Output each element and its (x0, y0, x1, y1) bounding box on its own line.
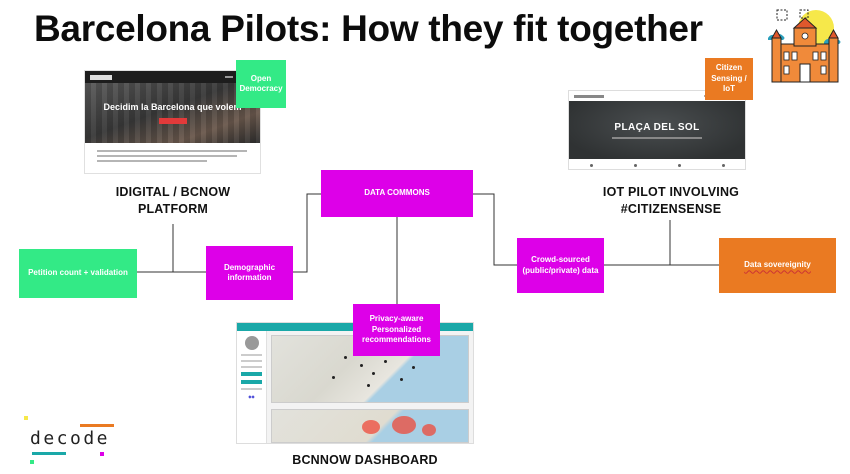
logo-accent-teal (32, 452, 66, 455)
line-commons-crowd (473, 193, 517, 266)
open-democracy-label: Open Democracy (236, 60, 286, 108)
line-demographic-commons (293, 193, 321, 273)
logo-accent-orange (80, 424, 114, 427)
decidim-screenshot: Decidim la Barcelona que volem (84, 70, 261, 174)
logo-accent-yellow (24, 416, 28, 420)
barcelona-building-illustration (768, 9, 841, 83)
logo-accent-green (30, 460, 34, 464)
caption-dashboard: BCNNOW DASHBOARD (292, 453, 438, 467)
placa-hero-title: PLAÇA DEL SOL (614, 121, 700, 133)
privacy-aware-recommendations-box: Privacy-aware Personalized recommendatio… (353, 304, 440, 356)
data-sovereignty-box: Data sovereignity (719, 238, 836, 293)
data-commons-box: DATA COMMONS (321, 170, 473, 217)
decidim-hero-text: Decidim la Barcelona que volem (103, 101, 242, 112)
petition-count-box: Petition count + validation (19, 249, 137, 298)
logo-accent-magenta (100, 452, 104, 456)
page-title: Barcelona Pilots: How they fit together (34, 8, 703, 49)
decidim-hero-button (158, 118, 187, 125)
caption-iot: IOT PILOT INVOLVING #CITIZENSENSE (602, 185, 740, 216)
crowd-sourced-data-box: Crowd-sourced (public/private) data (517, 238, 604, 293)
placa-del-sol-screenshot: PLAÇA DEL SOL (568, 90, 746, 170)
caption-decidim: IDIGITAL / BCNOW PLATFORM (115, 185, 231, 216)
demographic-information-box: Demographic information (206, 246, 293, 300)
decode-logo: decode (30, 428, 111, 449)
citizen-sensing-label: Citizen Sensing / IoT (705, 58, 753, 100)
